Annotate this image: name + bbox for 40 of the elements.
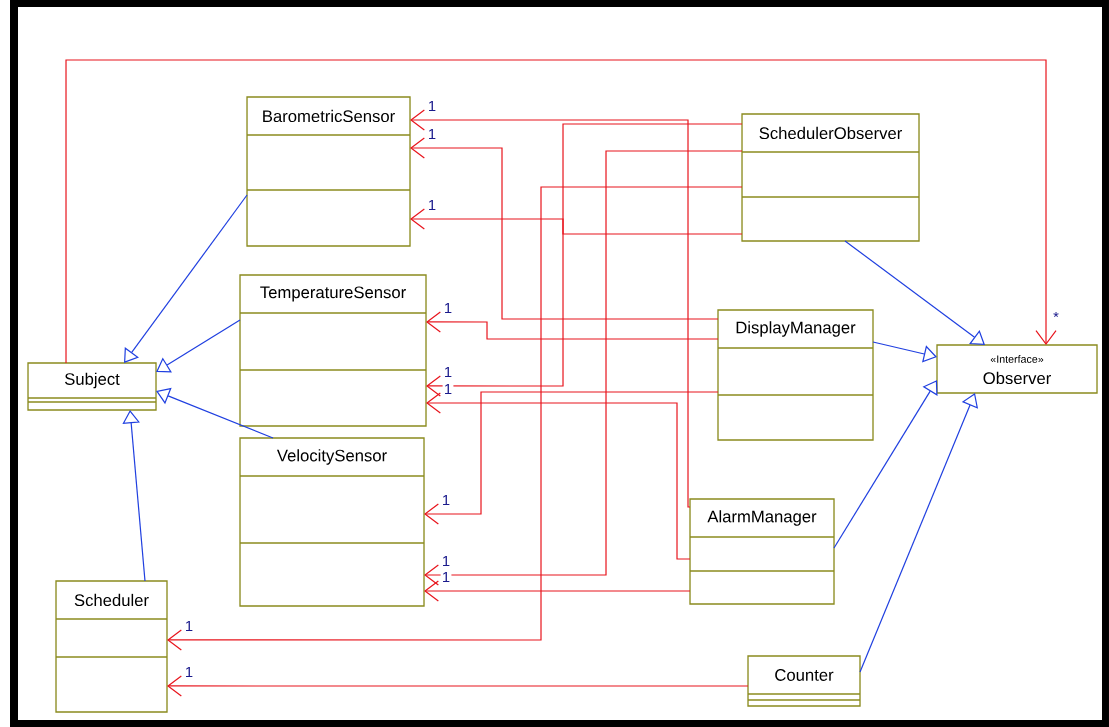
association-arrow bbox=[410, 208, 743, 235]
association-arrow bbox=[424, 391, 719, 525]
association-arrow bbox=[410, 109, 691, 508]
class-box: SchedulerObserver bbox=[741, 113, 920, 242]
association-arrow bbox=[65, 59, 1057, 364]
association-arrow bbox=[410, 137, 719, 320]
multiplicity-label: 1 bbox=[440, 570, 452, 584]
class-box: TemperatureSensor bbox=[239, 274, 427, 427]
multiplicity-label: 1 bbox=[440, 554, 452, 568]
multiplicity-label: 1 bbox=[426, 127, 438, 141]
association-arrow bbox=[424, 580, 691, 602]
association-arrow bbox=[426, 392, 691, 560]
multiplicity-label: 1 bbox=[426, 198, 438, 212]
generalization-arrow bbox=[156, 319, 241, 373]
multiplicity-label: 1 bbox=[442, 301, 454, 315]
class-box: Counter bbox=[747, 655, 861, 707]
association-arrow bbox=[424, 150, 743, 586]
multiplicity-label: 1 bbox=[440, 493, 452, 507]
generalization-arrow bbox=[844, 240, 985, 345]
class-box: AlarmManager bbox=[689, 498, 835, 605]
class-box: Subject bbox=[27, 362, 157, 411]
class-box: BarometricSensor bbox=[246, 96, 411, 247]
multiplicity-label: 1 bbox=[442, 382, 454, 396]
class-box: «Interface» Observer bbox=[936, 344, 1098, 394]
association-arrow bbox=[167, 675, 749, 697]
class-box: VelocitySensor bbox=[239, 437, 425, 607]
generalization-arrow bbox=[833, 380, 938, 549]
multiplicity-label: * bbox=[1051, 310, 1061, 324]
class-box: DisplayManager bbox=[717, 309, 874, 441]
association-arrow bbox=[426, 311, 719, 340]
multiplicity-label: 1 bbox=[426, 99, 438, 113]
generalization-arrow bbox=[122, 410, 146, 582]
generalization-arrow bbox=[124, 194, 248, 363]
multiplicity-label: 1 bbox=[183, 665, 195, 679]
generalization-arrow bbox=[872, 341, 937, 363]
association-arrow bbox=[426, 123, 743, 397]
association-arrow bbox=[167, 186, 743, 651]
class-box: Scheduler bbox=[55, 580, 168, 713]
multiplicity-label: 1 bbox=[183, 619, 195, 633]
multiplicity-label: 1 bbox=[442, 365, 454, 379]
